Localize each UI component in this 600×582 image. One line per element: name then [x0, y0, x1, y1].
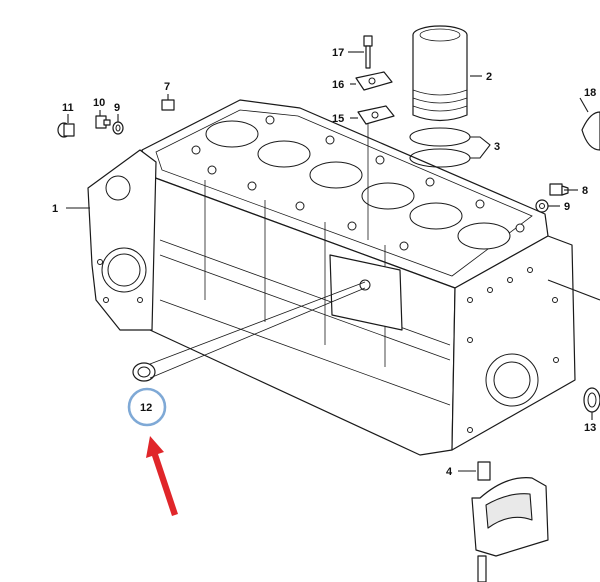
plug-item-11	[57, 122, 75, 138]
leader-lines	[66, 51, 600, 472]
plug-item-10	[95, 115, 111, 129]
plug-item-7	[161, 99, 175, 111]
callout-8: 8	[582, 185, 588, 197]
cylinder-liner	[412, 25, 468, 122]
seal-item-18	[581, 111, 600, 151]
washer-item-9-left	[112, 121, 124, 135]
callout-16: 16	[332, 79, 344, 91]
callout-2: 2	[486, 71, 492, 83]
callout-7: 7	[164, 81, 170, 93]
highlight-annotation	[127, 387, 178, 516]
callout-3: 3	[494, 141, 500, 153]
bolt-item-17	[363, 35, 373, 69]
callout-15: 15	[332, 113, 344, 125]
callout-9-right: 9	[564, 201, 570, 213]
callout-11: 11	[62, 102, 74, 114]
gasket-item-15	[357, 105, 395, 125]
callout-1: 1	[52, 203, 58, 215]
washer-item-9-right	[535, 199, 549, 213]
callout-18: 18	[584, 87, 596, 99]
callout-12: 12	[140, 402, 152, 414]
callout-13: 13	[584, 422, 596, 434]
highlight-arrow	[146, 436, 178, 516]
callout-10: 10	[93, 97, 105, 109]
callout-9-left: 9	[114, 102, 120, 114]
cover-plate-item-16	[355, 71, 393, 91]
bearing-cap-item-4	[471, 461, 549, 582]
callout-4: 4	[446, 466, 453, 478]
seal-item-13	[583, 387, 600, 413]
highlight-circle	[127, 387, 167, 427]
seal-item-12	[132, 362, 156, 382]
callout-17: 17	[332, 47, 344, 59]
callout-labels: 1 2 3 4 7 8 9 9 10 11 12 13 15 16 17 18	[52, 47, 596, 478]
engine-block	[87, 99, 576, 456]
